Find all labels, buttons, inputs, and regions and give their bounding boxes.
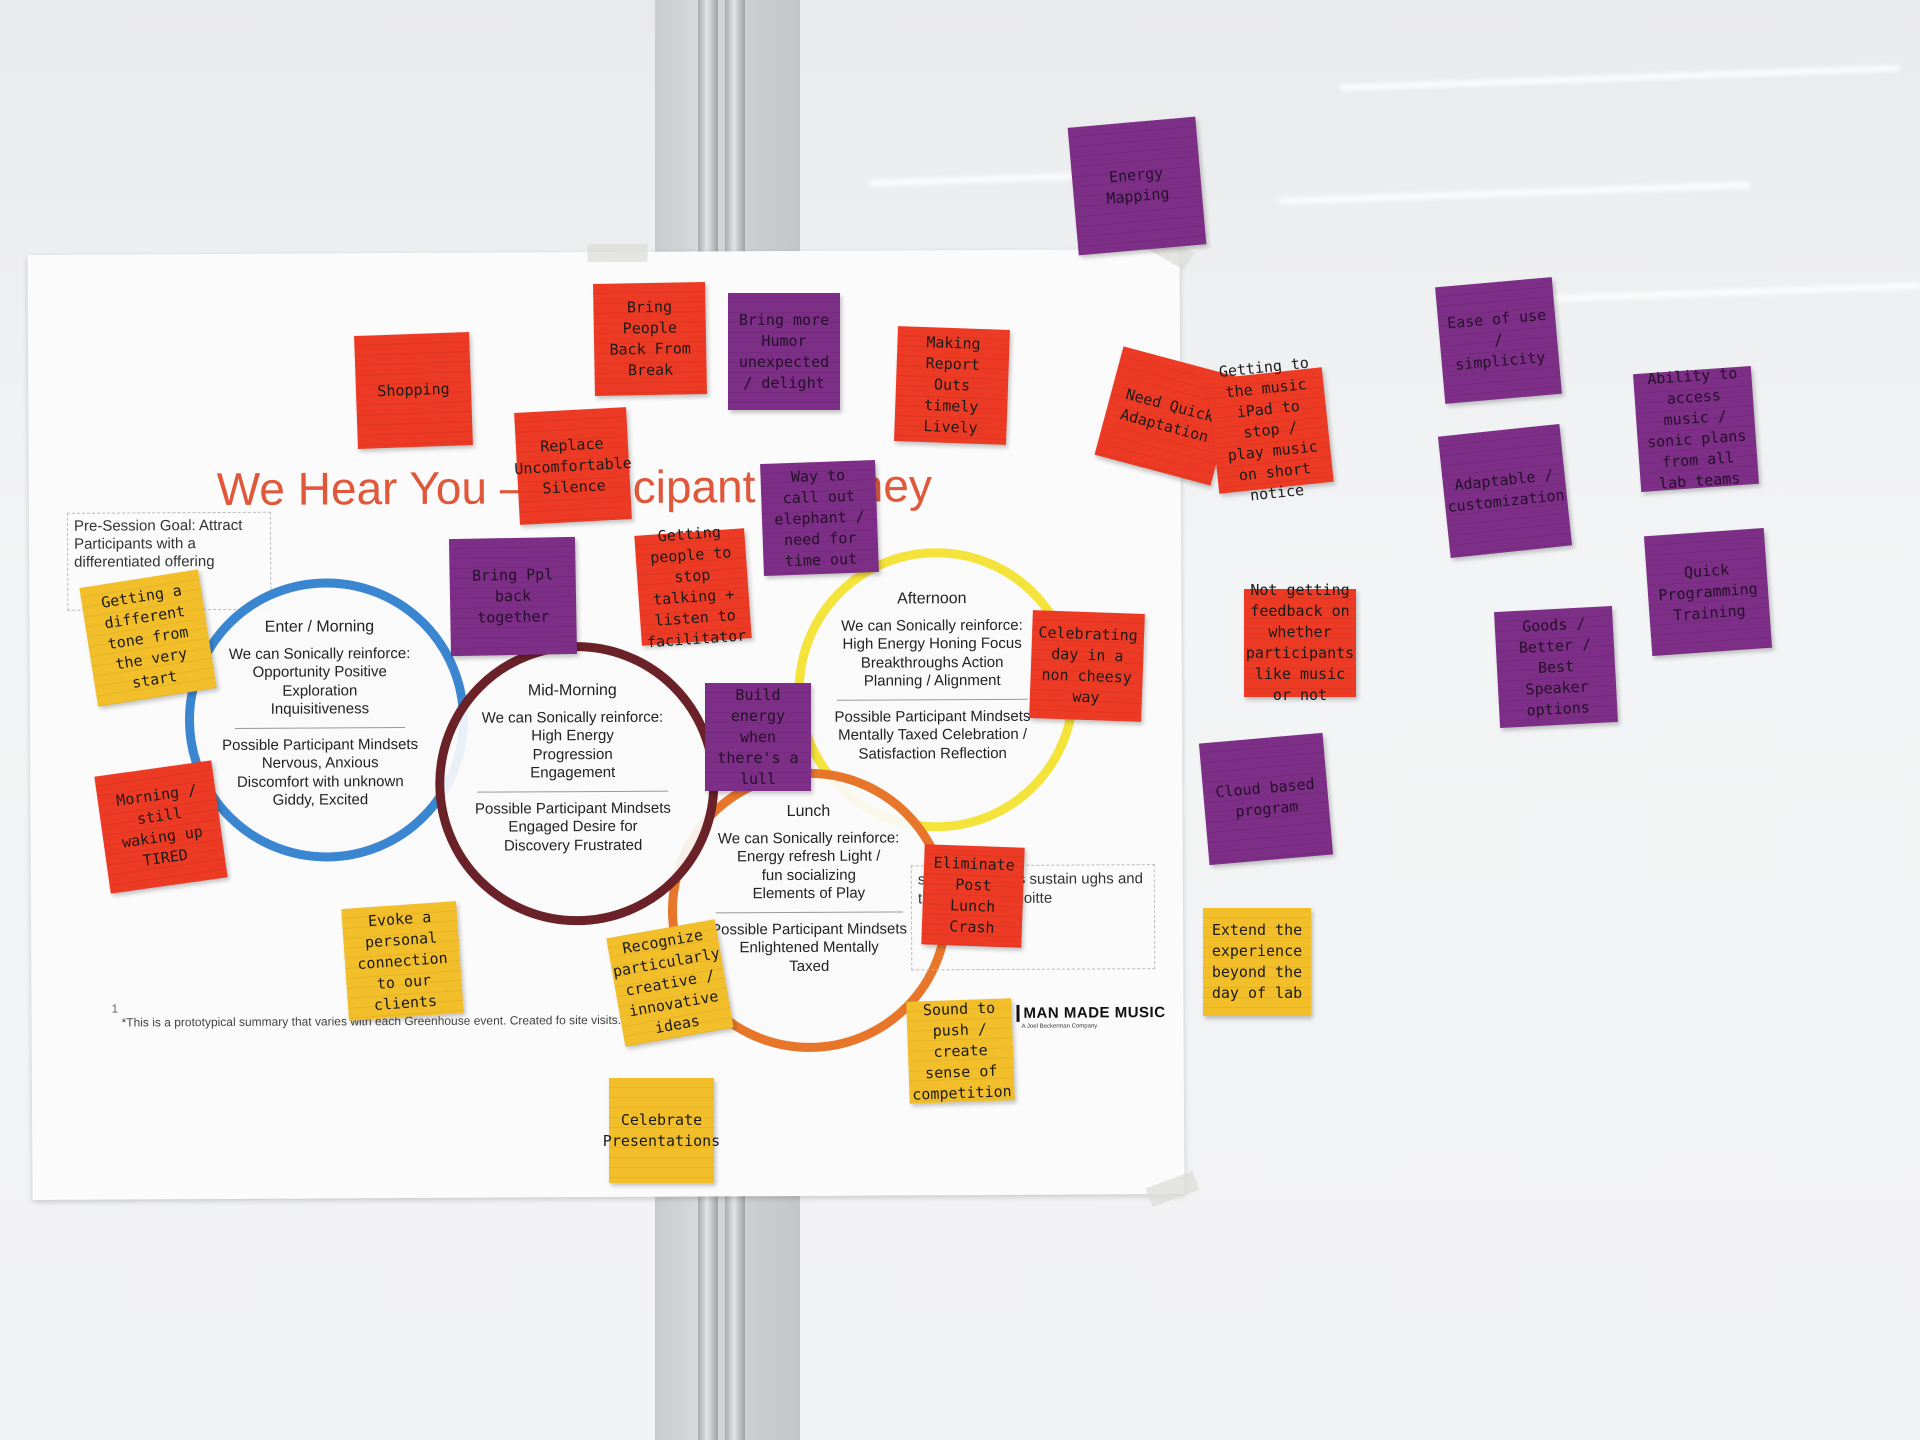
note-text: Not getting feedback on whether particip…: [1245, 581, 1355, 704]
stage-mindsets-label: Possible Participant Mindsets: [222, 735, 419, 754]
note-text: Morning / still waking up TIRED: [115, 780, 204, 870]
stage-reinforce: Energy refresh Light / fun socializing E…: [736, 847, 881, 903]
stage-reinforce: Opportunity Positive Exploration Inquisi…: [252, 663, 387, 718]
note-text: Bring Ppl back together: [471, 565, 554, 627]
sticky-note: Ability to access music / sonic plans fr…: [1633, 364, 1759, 493]
sticky-note: Getting a different tone from the very s…: [79, 569, 217, 707]
sticky-note: Celebrate Presentations: [603, 1078, 720, 1183]
note-text: Getting people to stop talking + listen …: [646, 522, 747, 652]
note-text: Making Report Outs timely Lively: [923, 333, 981, 437]
note-text: Cloud based program: [1214, 774, 1316, 821]
stage-mindsets: Mentally Taxed Celebration / Satisfactio…: [838, 725, 1028, 763]
stage-mindsets: Enlightened Mentally Taxed: [739, 938, 879, 975]
note-text: Eliminate Post Lunch Crash: [933, 853, 1016, 937]
sticky-note: Getting people to stop talking + listen …: [634, 523, 752, 651]
note-text: Ability to access music / sonic plans fr…: [1646, 364, 1747, 493]
note-text: Energy Mapping: [1105, 163, 1171, 208]
note-text: Ease of use / simplicity: [1446, 305, 1547, 374]
footnote-number: 1: [111, 1001, 119, 1016]
logo-tagline: A Joel Beckerman Company: [1021, 1023, 1098, 1030]
stage-title: Lunch: [786, 802, 831, 821]
sticky-note: Morning / still waking up TIRED: [94, 760, 228, 894]
sticky-note: Shopping: [354, 332, 473, 449]
stage-reinforce-label: We can Sonically reinforce:: [481, 708, 664, 727]
note-text: Adaptable / customization: [1446, 465, 1566, 517]
stage-title: Mid-Morning: [527, 681, 617, 700]
sticky-note: Bring People Back From Break: [593, 282, 707, 396]
stage-mindsets: Engaged Desire for Discovery Frustrated: [503, 817, 643, 855]
stage-reinforce: High Energy Honing Focus Breakthroughs A…: [842, 634, 1022, 690]
stage-reinforce-label: We can Sonically reinforce:: [717, 828, 900, 847]
stage-title: Enter / Morning: [264, 618, 375, 636]
stage-text-afternoon: Afternoon We can Sonically reinforce: Hi…: [819, 590, 1045, 764]
sticky-note: Eliminate Post Lunch Crash: [921, 844, 1025, 948]
note-text: Way to call out elephant / need for time…: [774, 465, 865, 570]
stage-mindsets-label: Possible Participant Mindsets: [474, 799, 671, 818]
stage-reinforce-label: We can Sonically reinforce:: [841, 616, 1023, 635]
light-glare: [1280, 181, 1750, 205]
light-glare: [1340, 65, 1900, 91]
note-text: Celebrate Presentations: [602, 1110, 721, 1150]
sticky-note: Goods / Better / Best Speaker options: [1494, 605, 1618, 729]
sticky-note: Making Report Outs timely Lively: [894, 326, 1010, 445]
note-text: Evoke a personal connection to our clien…: [356, 907, 449, 1014]
stage-reinforce-label: We can Sonically reinforce:: [228, 644, 411, 663]
sticky-note: Cloud based program: [1198, 732, 1334, 866]
note-text: Build energy when there's a lull: [717, 685, 799, 788]
sticky-note: Sound to push / create sense of competit…: [906, 998, 1015, 1104]
sticky-note: Ease of use / simplicity: [1435, 277, 1562, 404]
sticky-note: Bring more Humor unexpected / delight: [728, 293, 840, 410]
man-made-music-logo: MAN MADE MUSIC: [1016, 1004, 1166, 1022]
note-text: Getting to the music iPad to stop / play…: [1218, 353, 1319, 505]
light-glare: [1500, 282, 1920, 304]
sticky-note: Recognize particularly creative / innova…: [606, 919, 734, 1047]
sticky-note: Energy Mapping: [1067, 116, 1207, 256]
sticky-note: Getting to the music iPad to stop / play…: [1207, 354, 1334, 504]
sticky-note: Quick Programming Training: [1643, 527, 1773, 657]
sticky-note: Replace Uncomfortable Silence: [514, 407, 632, 525]
stage-text-enter-morning: Enter / Morning We can Sonically reinfor…: [219, 618, 420, 811]
stage-mindsets: Nervous, Anxious Discomfort with unknown…: [236, 754, 404, 809]
stage-title: Afternoon: [897, 590, 967, 608]
note-text: Need Quick Adaptation: [1118, 384, 1216, 447]
sticky-note: Way to call out elephant / need for time…: [760, 460, 879, 576]
note-text: Goods / Better / Best Speaker options: [1518, 613, 1592, 720]
note-text: Sound to push / create sense of competit…: [911, 998, 1012, 1104]
note-text: Extend the experience beyond the day of …: [1211, 921, 1303, 1002]
stage-text-mid-morning: Mid-Morning We can Sonically reinforce: …: [460, 682, 686, 856]
stage-text-lunch: Lunch We can Sonically reinforce: Energy…: [698, 802, 919, 976]
note-text: Bring People Back From Break: [609, 297, 691, 380]
tape: [587, 243, 648, 263]
note-text: Celebrating day in a non cheesy way: [1038, 623, 1139, 707]
note-text: Bring more Humor unexpected / delight: [738, 310, 830, 392]
tape: [1145, 1170, 1200, 1208]
note-text: Replace Uncomfortable Silence: [513, 433, 633, 498]
sticky-note: Celebrating day in a non cheesy way: [1029, 610, 1145, 722]
note-text: Recognize particularly creative / innova…: [611, 925, 722, 1037]
note-text: Quick Programming Training: [1657, 559, 1759, 624]
stage-mindsets-label: Possible Participant Mindsets: [834, 707, 1031, 726]
sticky-note: Extend the experience beyond the day of …: [1203, 908, 1311, 1016]
note-text: Shopping: [377, 379, 450, 401]
stage-reinforce: High Energy Progression Engagement: [530, 726, 616, 782]
sticky-note: Not getting feedback on whether particip…: [1244, 581, 1356, 704]
stage-mindsets-label: Possible Participant Mindsets: [711, 919, 908, 938]
sticky-note: Build energy when there's a lull: [705, 683, 811, 791]
sticky-note: Adaptable / customization: [1437, 423, 1573, 559]
sticky-note: Bring Ppl back together: [448, 536, 578, 657]
sticky-note: Evoke a personal connection to our clien…: [341, 901, 464, 1021]
note-text: Getting a different tone from the very s…: [99, 580, 190, 692]
